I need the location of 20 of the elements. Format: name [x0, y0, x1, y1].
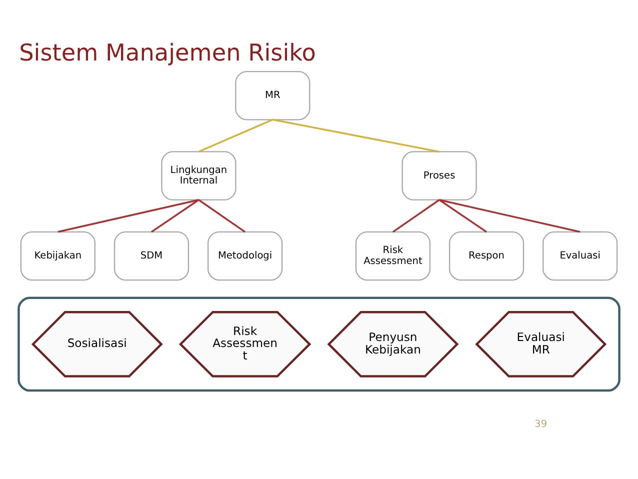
diagram-title: Sistem Manajemen Risiko [19, 40, 316, 67]
connector [198, 118, 274, 153]
connector [58, 198, 199, 233]
node-box: Kebijakan [20, 231, 96, 281]
node-box: Metodologi [207, 231, 283, 281]
cluster [18, 296, 620, 392]
node-box: Evaluasi [542, 231, 618, 281]
node-box: Respon [448, 231, 524, 281]
connector [150, 199, 200, 233]
connector [272, 118, 440, 153]
node-box: Proses [402, 151, 477, 200]
connector [439, 198, 580, 233]
connector [198, 199, 246, 233]
node-box: Risk Assessment [355, 231, 431, 281]
connector [392, 199, 440, 233]
node-box: Lingkungan Internal [161, 151, 236, 200]
node-box: MR [235, 70, 310, 120]
connector [438, 199, 488, 233]
label: 39 [534, 418, 548, 430]
node-box: SDM [114, 231, 190, 281]
